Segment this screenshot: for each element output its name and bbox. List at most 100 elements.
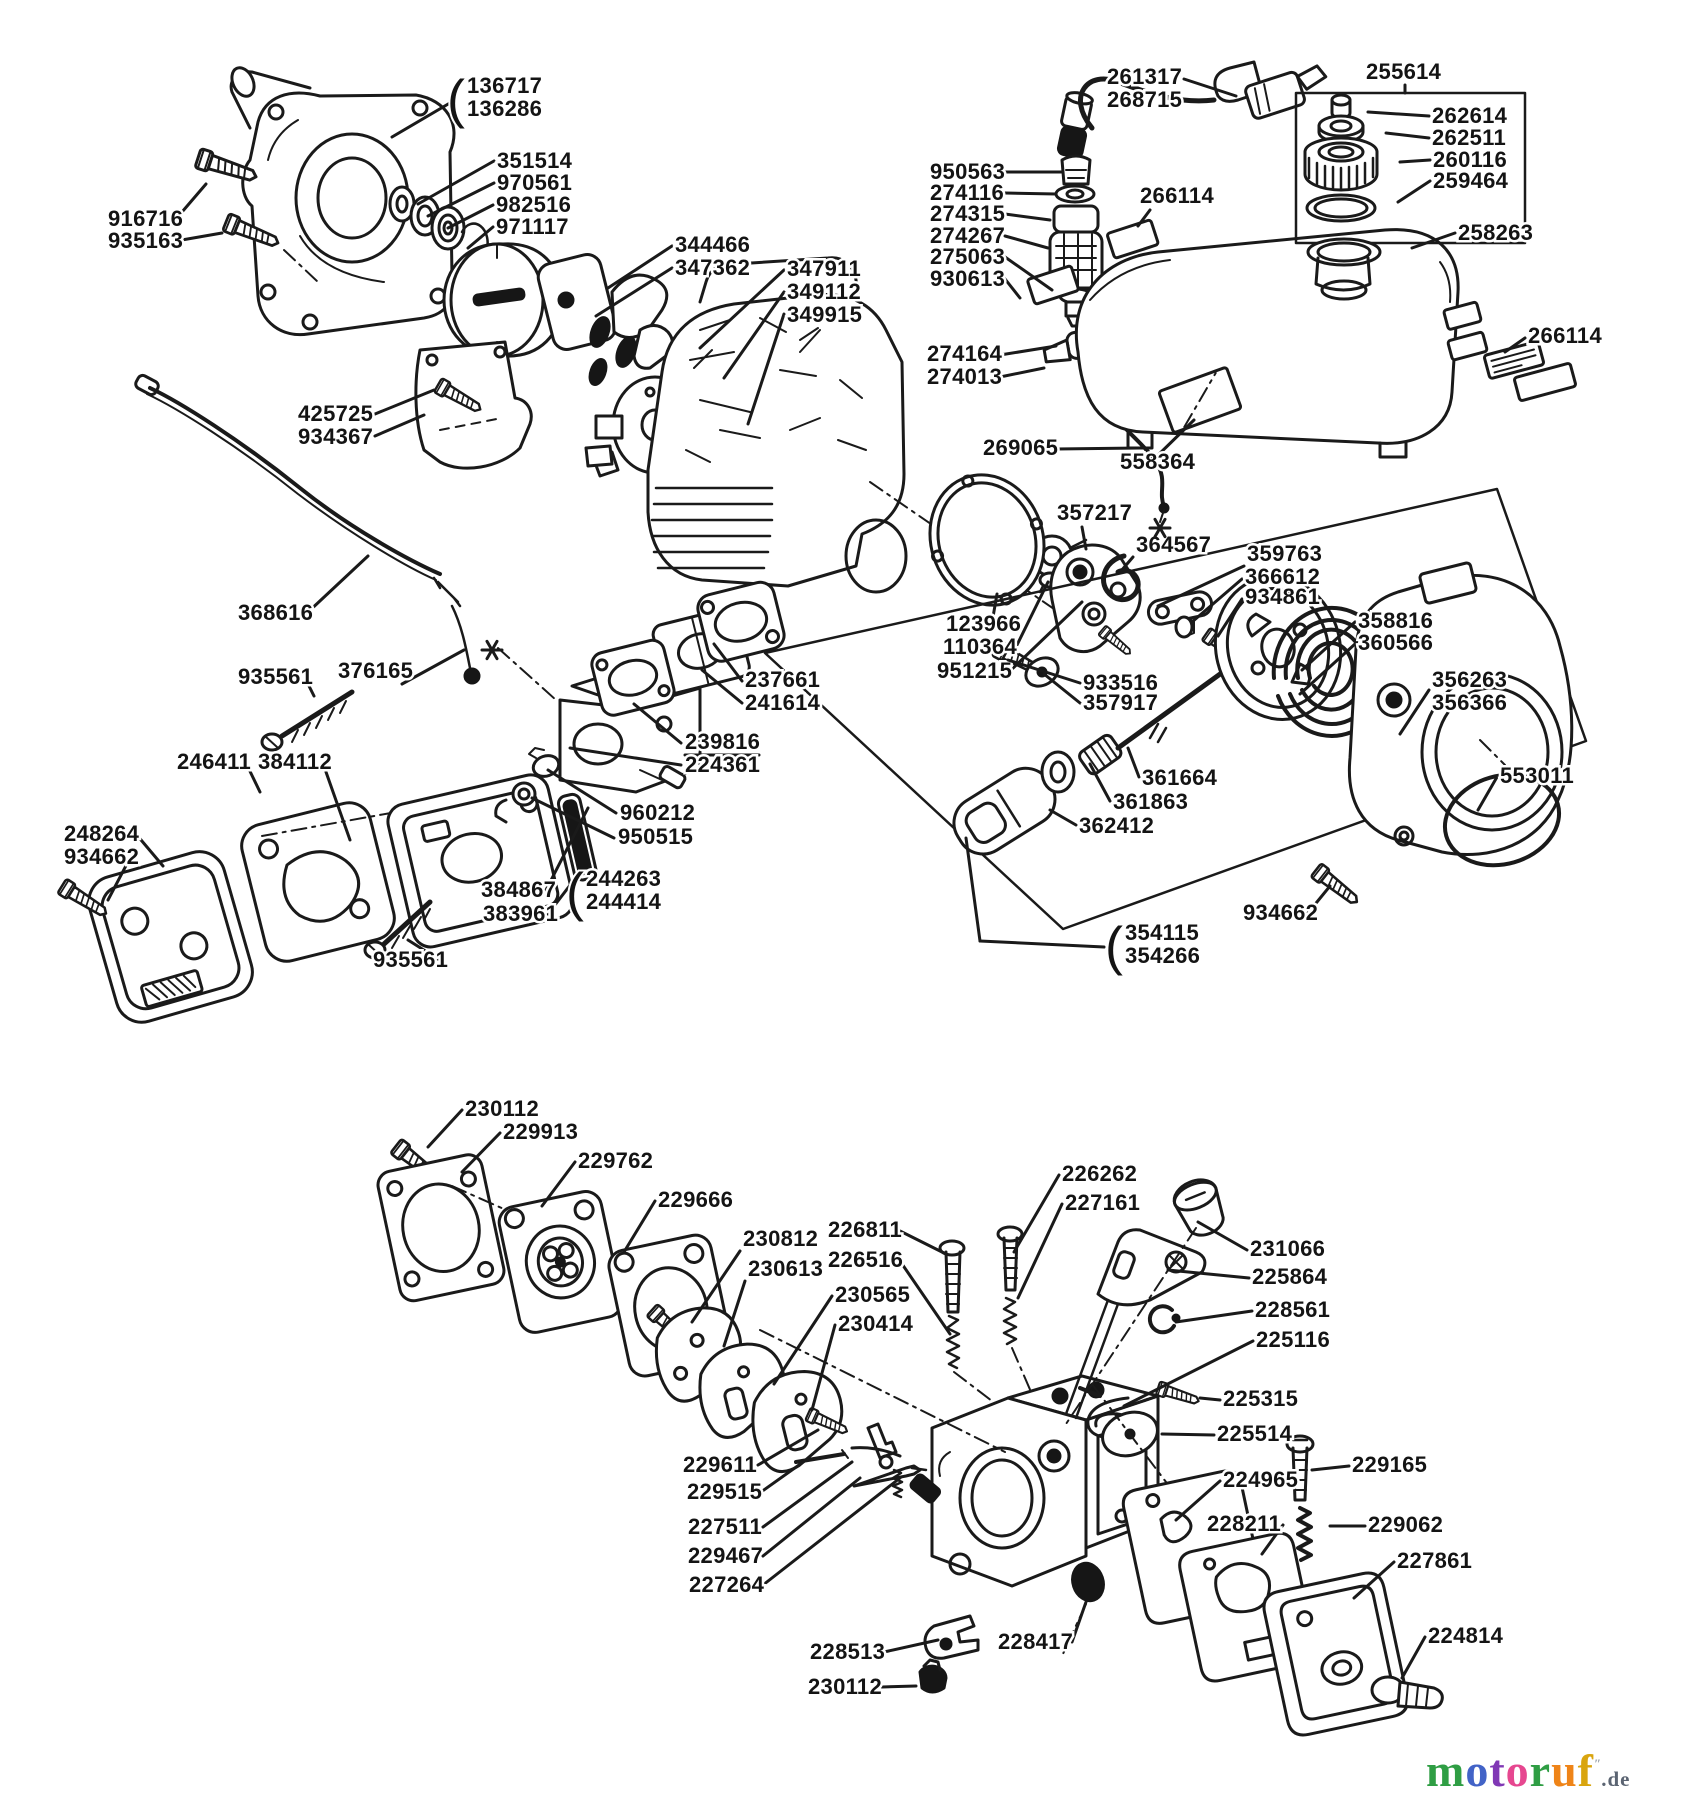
leader-line [1048,808,1078,827]
leader-line [1003,255,1054,292]
part-number-text: 255614 [1366,59,1442,84]
part-number-text: 971117 [496,214,569,239]
part-number-text: 227511 [688,1514,762,1539]
part-label-227511: 227511 [686,1460,854,1542]
leader-line [1119,555,1135,573]
part-number-text: 935561 [373,947,448,972]
part-label-950563: 950563 [928,157,1064,187]
part-label-231066: 231066 [1196,1220,1327,1264]
part-label-260116: 260116 [1398,145,1509,175]
part-label-258263: 258263 [1410,218,1535,250]
part-label-123966: 123966 [944,592,1023,639]
leader-line [1006,658,1082,685]
part-number-text: 951215 [937,658,1012,683]
part-number-text: 228211 [1207,1511,1281,1536]
leader-line [568,746,683,767]
part-metering-cover [1262,1571,1409,1737]
part-number-text: 225116 [1256,1327,1330,1352]
part-number-text: 274013 [927,364,1002,389]
part-intake-gaskets [590,580,786,717]
part-label-110364: 110364 [941,580,1050,662]
leader-line [998,344,1058,357]
part-number-text: 136717 [467,73,542,98]
part-number-text: 110364 [943,634,1017,659]
part-number-text: 136286 [467,96,542,121]
leader-line [978,939,1106,949]
part-label-916716: 916716 [106,182,208,234]
leader-line [1054,446,1142,451]
leader-line [1014,580,1050,649]
leader-line [1182,77,1238,98]
part-number-text: 260116 [1433,147,1507,172]
part-label-361863: 361863 [1088,762,1190,817]
leader-line [1080,525,1088,551]
part-number-text: 229062 [1368,1512,1443,1537]
part-label-262511: 262511 [1384,123,1508,153]
part-number-text: 244414 [586,889,662,914]
leader-line [1190,577,1244,624]
leader-line [1216,597,1244,638]
part-label-558364: 558364 [1118,418,1198,477]
watermark-mark: ″ [1594,1756,1602,1771]
leader-line [1503,336,1527,354]
part-label-376165: 376165 [336,648,466,686]
part-e-clip [1147,1304,1181,1335]
part-number-text: 269065 [983,435,1058,460]
part-number-text: 362412 [1079,813,1154,838]
part-number-text: 226262 [1062,1161,1137,1186]
part-label-358816: 358816 [1300,606,1435,672]
leader-line [1260,1523,1285,1556]
part-muffler-cover [56,850,254,1024]
part-number-text: 357917 [1083,690,1158,715]
part-label-934662: 934662 [1241,884,1332,928]
leader-line [530,796,616,840]
leader-line [390,98,457,139]
part-label-384867: 384867 [479,806,590,905]
part-label-228211: 228211 [1205,1509,1285,1556]
part-label-366612: 366612 [1190,562,1322,624]
leader-line [632,702,683,745]
part-starter-oring [1442,772,1562,868]
part-guard-plate [414,340,533,470]
leader-line [1122,1339,1255,1408]
continuation-asterisk [1148,517,1172,539]
leader-line [772,1294,834,1386]
part-number-text: 274116 [930,180,1004,205]
part-number-text: 349112 [787,279,861,304]
leader-line [880,1684,918,1689]
label-brace: ( [566,863,584,923]
part-label-357917: 357917 [1042,672,1160,718]
part-number-text: 275063 [930,244,1005,269]
part-label-971117: 971117 [466,212,571,250]
leader-line [1410,231,1457,250]
part-label-229666: 229666 [622,1185,735,1254]
watermark-letter: u [1551,1745,1578,1796]
part-flywheel-gasket [928,473,1046,607]
part-label-982516: 982516 [446,190,573,230]
part-number-text: 950515 [618,824,693,849]
part-number-text: 258263 [1458,220,1533,245]
part-label-935561: 935561 [236,662,316,698]
part-number-text: 230112 [808,1674,882,1699]
part-number-text: 224814 [1428,1623,1504,1648]
part-number-text: 366612 [1245,564,1320,589]
part-label-933516: 933516 [1006,658,1160,698]
part-filler-neck [1306,237,1382,301]
leader-line [1366,110,1431,118]
leader-line [1016,1202,1064,1300]
leader-line [304,554,370,616]
watermark-logo[interactable]: motoruf″.de [1426,1744,1630,1797]
watermark-letter: f [1577,1745,1594,1796]
part-label-950515: 950515 [530,796,695,852]
leader-line [1298,642,1357,696]
part-number-text: 356366 [1432,690,1507,715]
leader-line [761,1476,902,1587]
part-number-text: 225315 [1223,1386,1298,1411]
watermark-letter: o [1465,1745,1490,1796]
